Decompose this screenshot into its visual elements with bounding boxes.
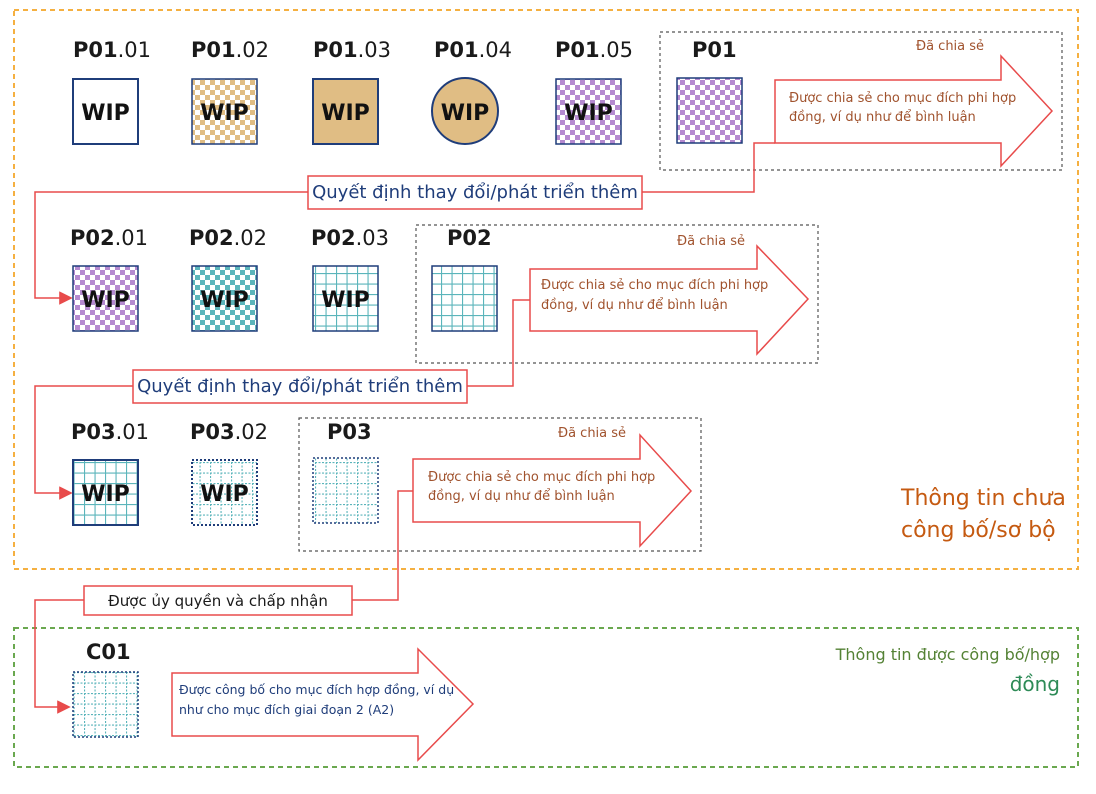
p02-02-rev: .02 <box>234 226 267 250</box>
shared-p02-container <box>415 224 819 364</box>
p02-03-code: P02 <box>311 226 356 250</box>
shared-p02-box <box>431 265 498 332</box>
p02-03-rev: .03 <box>356 226 389 250</box>
published-line2: như cho mục đích giai đoạn 2 (A2) <box>179 702 394 717</box>
wip-zone-label-line2: công bố/sơ bộ <box>901 518 1056 543</box>
p03-01-wip: WIP <box>81 482 130 507</box>
p01-04-code: P01 <box>434 38 479 62</box>
shared-p01-code: P01 <box>692 38 737 62</box>
shared-p03-container <box>298 417 702 552</box>
authorised-label: Được ủy quyền và chấp nhận <box>108 592 328 610</box>
p02-03-box <box>312 265 379 332</box>
svg-text:P02.01: P02.01 <box>70 226 148 250</box>
svg-text:P02.03: P02.03 <box>311 226 389 250</box>
shared-p03-line2: đồng, ví dụ như để bình luận <box>428 489 615 504</box>
p02-01-box <box>72 265 139 332</box>
svg-text:P01.01: P01.01 <box>73 38 151 62</box>
row2-labels: P02.01 P02.02 P02.03 <box>70 226 389 250</box>
published-box <box>72 671 139 738</box>
p01-01-rev: .01 <box>118 38 151 62</box>
published-zone-label-line2: đồng <box>1010 672 1060 696</box>
svg-text:P01.04: P01.04 <box>434 38 512 62</box>
shared-p01-arrow <box>774 54 1054 168</box>
p03-01-box <box>72 459 139 526</box>
shared-p03-box <box>312 457 379 524</box>
shared-p01-line1: Được chia sẻ cho mục đích phi hợp <box>789 91 1016 106</box>
svg-text:P01.05: P01.05 <box>555 38 633 62</box>
row1-labels: P01.01 P01.02 P01.03 P01.04 P01.05 <box>73 38 633 62</box>
published-zone-border <box>13 627 1079 768</box>
published-zone-label-line1: Thông tin được công bố/hợp <box>835 645 1060 664</box>
published-arrow <box>171 647 475 762</box>
p01-05-wip: WIP <box>564 101 613 126</box>
p03-02-code: P03 <box>190 420 235 444</box>
p01-01-box <box>72 78 139 145</box>
published-line1: Được công bố cho mục đích hợp đồng, ví d… <box>179 682 454 697</box>
p01-05-rev: .05 <box>600 38 633 62</box>
p01-03-code: P01 <box>313 38 358 62</box>
p01-03-box <box>312 78 379 145</box>
shared-p03-code: P03 <box>327 420 372 444</box>
decision2-label-box <box>132 369 468 404</box>
p02-02-box <box>191 265 258 332</box>
p02-02-code: P02 <box>189 226 234 250</box>
svg-text:P02.02: P02.02 <box>189 226 267 250</box>
p01-02-code: P01 <box>191 38 236 62</box>
p01-02-wip: WIP <box>200 101 249 126</box>
shared-p03-line1: Được chia sẻ cho mục đích phi hợp <box>428 470 655 485</box>
p03-02-rev: .02 <box>235 420 268 444</box>
authorised-label-box <box>83 585 353 616</box>
p02-01-code: P02 <box>70 226 115 250</box>
p02-03-wip: WIP <box>321 288 370 313</box>
shared-p02-arrow <box>529 244 810 356</box>
p03-01-code: P03 <box>71 420 116 444</box>
p01-02-box <box>191 78 258 145</box>
shared-p01-status: Đã chia sẻ <box>916 39 984 54</box>
svg-text:P03.02: P03.02 <box>190 420 268 444</box>
p01-01-code: P01 <box>73 38 118 62</box>
svg-text:P03.01: P03.01 <box>71 420 149 444</box>
p02-02-wip: WIP <box>200 288 249 313</box>
shared-p02-line2: đồng, ví dụ như để bình luận <box>541 298 728 313</box>
published-code: C01 <box>86 640 131 664</box>
p01-01-wip: WIP <box>81 101 130 126</box>
p01-04-rev: .04 <box>479 38 512 62</box>
p01-05-box <box>555 78 622 145</box>
wip-zone-border <box>13 9 1079 570</box>
p01-02-rev: .02 <box>236 38 269 62</box>
p01-05-code: P01 <box>555 38 600 62</box>
shared-p01-box <box>676 77 743 144</box>
wip-zone-label-line1: Thông tin chưa <box>900 486 1066 511</box>
p01-03-wip: WIP <box>321 101 370 126</box>
decision1-label: Quyết định thay đổi/phát triển thêm <box>312 182 638 203</box>
p02-01-rev: .01 <box>115 226 148 250</box>
shared-p01-container <box>659 31 1063 171</box>
svg-text:P01.03: P01.03 <box>313 38 391 62</box>
p02-01-wip: WIP <box>81 288 130 313</box>
shared-p02-line1: Được chia sẻ cho mục đích phi hợp <box>541 278 768 293</box>
p01-04-circle <box>431 77 499 145</box>
shared-p01-line2: đồng, ví dụ như để bình luận <box>789 110 976 125</box>
p01-03-rev: .03 <box>358 38 391 62</box>
decision2-label: Quyết định thay đổi/phát triển thêm <box>137 376 463 397</box>
shared-p02-code: P02 <box>447 226 492 250</box>
row3-labels: P03.01 P03.02 <box>71 420 268 444</box>
p03-02-box <box>191 459 258 526</box>
flow-connectors <box>34 142 775 714</box>
decision1-label-box <box>307 175 643 210</box>
svg-text:P01.02: P01.02 <box>191 38 269 62</box>
p03-01-rev: .01 <box>116 420 149 444</box>
shared-p03-arrow <box>412 433 693 548</box>
p01-04-wip: WIP <box>441 101 490 126</box>
shared-p02-status: Đã chia sẻ <box>677 234 745 249</box>
shared-p03-status: Đã chia sẻ <box>558 426 626 441</box>
p03-02-wip: WIP <box>200 482 249 507</box>
